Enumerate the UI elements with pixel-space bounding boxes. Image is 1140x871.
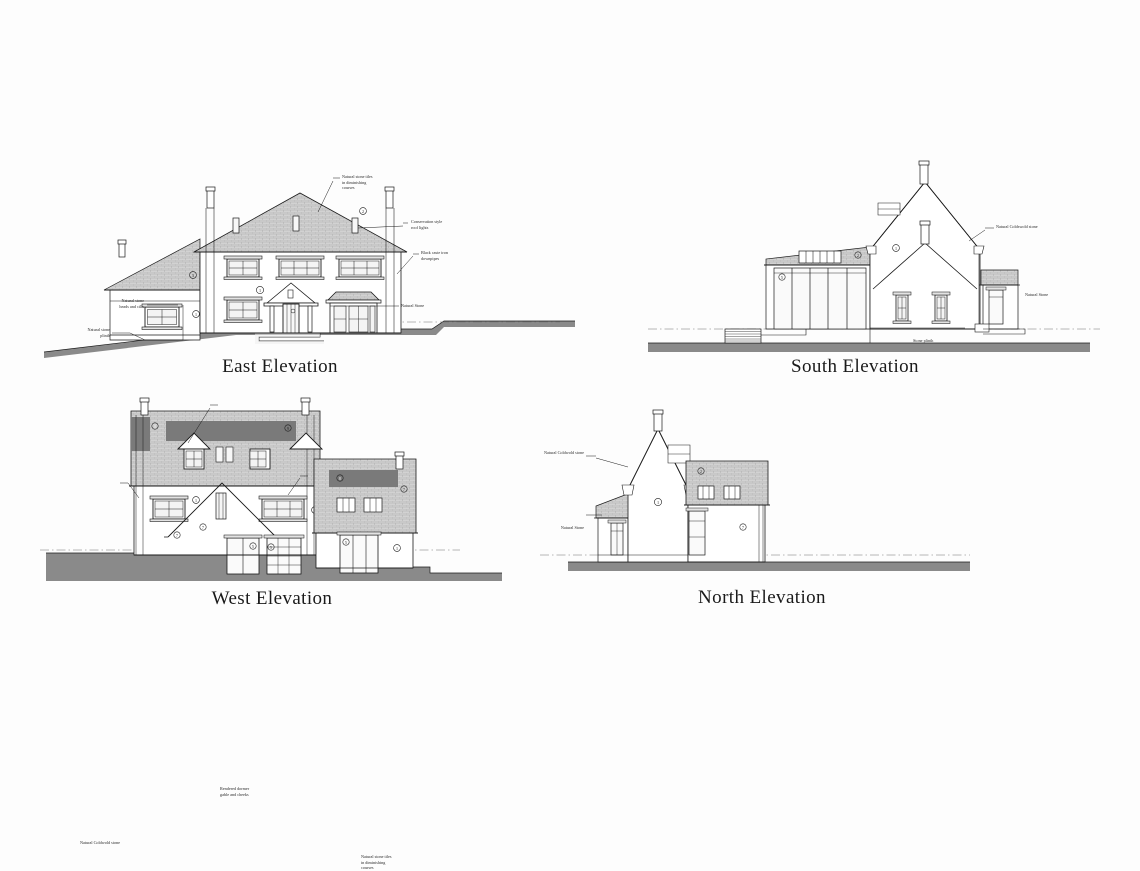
south-leader-lines: [870, 227, 994, 329]
north-main-gable: 1: [621, 409, 697, 563]
north-elevation-title: North Elevation: [698, 587, 826, 608]
west-note-dormer: Rendered dormer gable and cheeks: [220, 786, 250, 797]
south-elevation-drawing: 2 5: [648, 160, 1100, 352]
east-chimney-right: [384, 186, 395, 209]
svg-text:1: 1: [657, 500, 659, 505]
west-dormer-right: [249, 432, 324, 470]
south-elevation: 2 5: [570, 0, 1140, 390]
north-note-stone: Natural Stone: [560, 525, 584, 530]
south-note-cotswold: Natural Coldswold stone: [996, 224, 1038, 229]
west-ground-doors: [223, 534, 305, 575]
svg-text:2: 2: [700, 470, 702, 474]
svg-text:5: 5: [252, 545, 254, 549]
west-dormer-left: [176, 432, 212, 470]
svg-text:1: 1: [396, 546, 398, 551]
svg-text:7: 7: [176, 534, 178, 538]
west-elevation-title: West Elevation: [211, 588, 333, 609]
svg-text:1: 1: [259, 288, 261, 293]
east-note-stone: Natural Stone: [401, 303, 425, 308]
west-right-wing: 8 7 5 1: [312, 451, 418, 574]
south-note-plinth: Stone plinth: [913, 338, 934, 343]
east-elevation-title: East Elevation: [222, 356, 338, 377]
svg-text:7: 7: [403, 488, 405, 492]
west-note-tiles: Natural stone tiles in diminishing cours…: [361, 854, 392, 871]
east-elevation-drawing: 3 1: [43, 177, 575, 358]
south-note-stone: Natural Stone: [1025, 292, 1049, 297]
south-main-gable: 1: [865, 160, 985, 330]
svg-text:2: 2: [362, 209, 364, 214]
east-wing-window: [141, 303, 183, 330]
svg-text:1: 1: [195, 312, 197, 317]
east-first-floor-windows: [223, 255, 385, 280]
south-barn-range: 2 5: [764, 246, 873, 330]
east-note-plinth: Natural stone plinth: [87, 327, 110, 338]
west-elevation-drawing: 8 9: [40, 397, 502, 581]
svg-text:3: 3: [192, 273, 194, 278]
south-retaining-fence: [724, 328, 762, 344]
north-elevation: 1 2 7: [500, 385, 1140, 760]
east-ground-window: [223, 296, 263, 323]
svg-text:8: 8: [154, 425, 156, 429]
north-elevation-drawing: 1 2 7: [540, 409, 970, 571]
north-leader-lines: [586, 455, 629, 516]
east-rooflights: [232, 215, 359, 234]
east-note-heads: Natural stone heads and cills: [119, 298, 144, 309]
north-right-range: 2 7: [684, 460, 770, 563]
svg-text:2: 2: [857, 254, 859, 258]
svg-text:8: 8: [339, 477, 341, 481]
east-leader-lines: [112, 177, 419, 341]
svg-text:1: 1: [195, 498, 197, 503]
east-main-block: 2: [192, 186, 408, 344]
svg-text:7: 7: [202, 526, 204, 530]
svg-text:1: 1: [895, 246, 897, 251]
svg-text:5: 5: [781, 276, 783, 280]
south-gable-windows: [892, 291, 951, 324]
east-note-tiles: Natural stone tiles in diminishing cours…: [342, 174, 373, 191]
south-barn-rooflights: [798, 250, 842, 264]
svg-text:5: 5: [270, 546, 272, 550]
east-bay-window: [325, 291, 382, 334]
south-right-outbuilding: [974, 269, 1026, 335]
west-leader-lines: [120, 404, 308, 499]
svg-text:5: 5: [345, 541, 347, 545]
north-left-wing: [594, 492, 632, 563]
east-note-rooflights: Conservation style roof lights: [411, 219, 443, 230]
svg-text:9: 9: [287, 427, 289, 431]
east-chimney-left: [205, 186, 216, 209]
east-entrance-porch: [255, 282, 324, 344]
svg-text:7: 7: [742, 526, 744, 530]
west-note-cotswold: Natural Coldwold stone: [79, 840, 120, 845]
south-glazed-bays: [773, 267, 867, 330]
north-note-cotswold: Natural Coldwold stone: [543, 450, 584, 455]
east-elevation: 3 1: [0, 0, 600, 390]
south-elevation-title: South Elevation: [791, 356, 919, 377]
west-first-floor-windows: [149, 495, 308, 522]
west-main-block: 8 9: [129, 397, 324, 575]
west-elevation: 8 9: [0, 385, 600, 870]
east-note-downpipes: Black caste iron downpipes: [421, 250, 448, 261]
east-left-wing: 3 1: [103, 238, 201, 341]
